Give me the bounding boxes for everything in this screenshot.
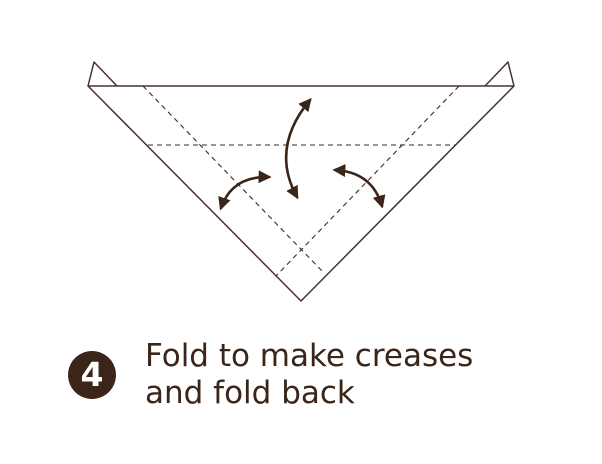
left-corner-flap (87, 61, 118, 87)
left-curved-double-arrow-icon (218, 170, 272, 211)
step-caption: Fold to make creases and fold back (145, 338, 585, 412)
crease-lines (142, 85, 460, 277)
left-diagonal-crease (142, 85, 325, 274)
fold-arrows (218, 98, 386, 211)
center-curved-double-arrow-icon (284, 98, 312, 200)
right-corner-flap (484, 61, 515, 87)
caption-line-2: and fold back (145, 375, 355, 411)
triangle-outline (87, 85, 515, 302)
right-curved-double-arrow-icon (332, 164, 386, 209)
right-diagonal-crease (275, 85, 460, 277)
paper-triangle (87, 61, 515, 302)
step-number-badge: 4 (68, 351, 116, 399)
caption-line-1: Fold to make creases (145, 338, 474, 374)
